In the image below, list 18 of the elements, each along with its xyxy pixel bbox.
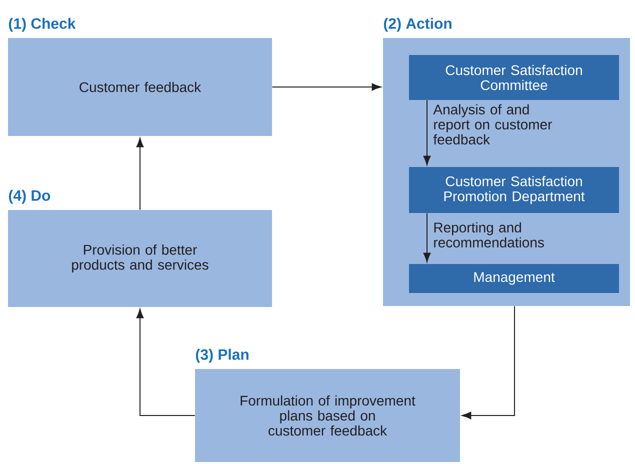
committee-box: Customer Satisfaction Promotion Department bbox=[409, 167, 619, 213]
stage-heading: (3) Plan bbox=[196, 348, 248, 363]
stage-box: Customer feedback bbox=[8, 38, 272, 136]
arrow bbox=[423, 212, 431, 262]
arrow bbox=[423, 100, 431, 166]
edge-label: Reporting and recommendations bbox=[434, 222, 544, 248]
stage-box: Formulation of improvement plans based on customer feedback bbox=[195, 369, 460, 462]
arrow bbox=[136, 308, 196, 416]
stage-heading: (2) Action bbox=[384, 18, 452, 32]
committee-box: Customer Satisfaction Committee bbox=[409, 55, 619, 100]
arrow bbox=[462, 306, 515, 420]
stage-heading: (1) Check bbox=[8, 18, 76, 32]
stage-box: Provision of better products and services bbox=[8, 210, 272, 307]
committee-box: Management bbox=[409, 264, 619, 293]
arrow bbox=[272, 83, 382, 91]
stage-heading: (4) Do bbox=[8, 190, 50, 204]
arrow bbox=[136, 138, 144, 210]
edge-label: Analysis of and report on customer feedback bbox=[433, 104, 552, 144]
